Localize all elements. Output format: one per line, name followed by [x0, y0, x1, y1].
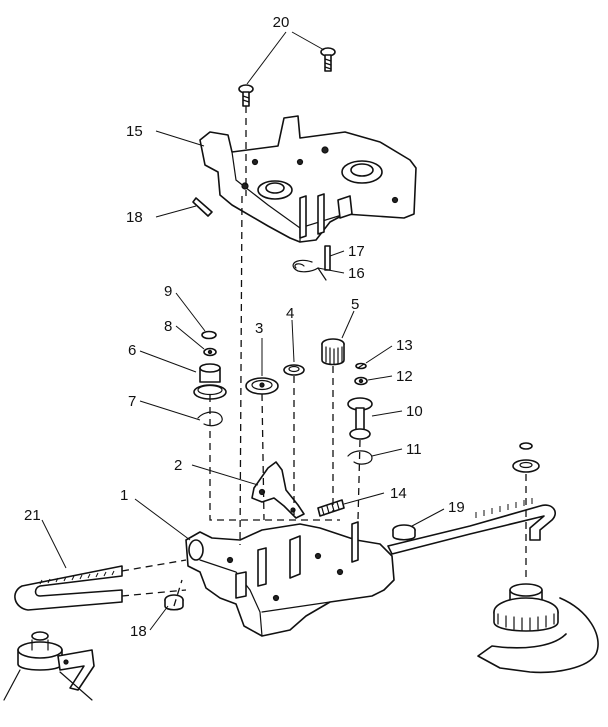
washer-part-12: [354, 376, 368, 386]
partial-assembly-lower-left: [3, 631, 95, 701]
gear-part-3: [245, 377, 279, 395]
callout-2: 2: [174, 457, 182, 474]
clip-part-11: [347, 450, 373, 465]
roller-part-10: [347, 397, 373, 440]
leader-lines: [41, 31, 445, 631]
belt-right: [387, 498, 556, 555]
callout-11: 11: [406, 441, 422, 458]
callout-15: 15: [126, 123, 143, 140]
gear-part-4: [283, 364, 305, 376]
callout-1: 1: [120, 487, 128, 504]
top-plate-part-15: [199, 115, 417, 243]
motor-plate-right: [477, 597, 599, 674]
callout-5: 5: [351, 296, 359, 313]
callout-10: 10: [406, 403, 423, 420]
callout-3: 3: [255, 320, 263, 337]
callout-16: 16: [348, 265, 365, 282]
callout-13: 13: [396, 337, 413, 354]
pulley-part-19: [392, 524, 416, 541]
washer-part-9: [201, 330, 217, 340]
belt-part-21: [14, 565, 123, 611]
gear-part-18-lower: [164, 594, 184, 611]
callout-14: 14: [390, 485, 407, 502]
gear-part-6: [193, 363, 227, 400]
callout-9: 9: [164, 283, 172, 300]
callout-17: 17: [348, 243, 365, 260]
ring-part-8: [203, 347, 217, 357]
clip-part-7: [197, 411, 223, 427]
screw-part-13: [355, 362, 367, 370]
motor-pulley-right: [493, 442, 559, 632]
callout-18-lower: 18: [130, 623, 147, 640]
callout-8: 8: [164, 318, 172, 335]
cap-part-5: [321, 338, 345, 366]
callout-12: 12: [396, 368, 413, 385]
spring-part-14: [317, 499, 345, 517]
screw-part-20b: [320, 47, 336, 72]
callout-21: 21: [24, 507, 41, 524]
callout-7: 7: [128, 393, 136, 410]
callout-6: 6: [128, 342, 136, 359]
callout-20: 20: [273, 14, 290, 31]
screw-part-20a: [238, 84, 254, 107]
chassis-part-1: [185, 521, 395, 637]
spring-part-16: [292, 259, 327, 281]
callout-labels: 20 15 18 17 16 9 8 3 4 5 6 13 12 7 10 11…: [24, 14, 465, 640]
callout-18-upper: 18: [126, 209, 143, 226]
lever-part-2: [251, 461, 305, 519]
pin-part-17: [324, 245, 331, 271]
callout-19: 19: [448, 499, 465, 516]
callout-4: 4: [286, 305, 294, 322]
alignment-lines: [121, 106, 361, 607]
clip-part-18-upper: [192, 197, 213, 217]
